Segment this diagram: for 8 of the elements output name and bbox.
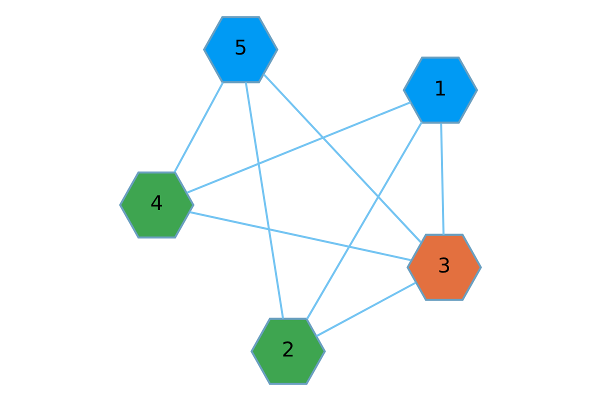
connector xyxy=(306,121,422,320)
connector xyxy=(244,82,284,318)
connector xyxy=(316,281,416,336)
connector xyxy=(440,123,444,234)
connector xyxy=(189,210,410,261)
connector xyxy=(262,73,422,243)
connector xyxy=(173,82,224,172)
connector xyxy=(186,100,410,194)
